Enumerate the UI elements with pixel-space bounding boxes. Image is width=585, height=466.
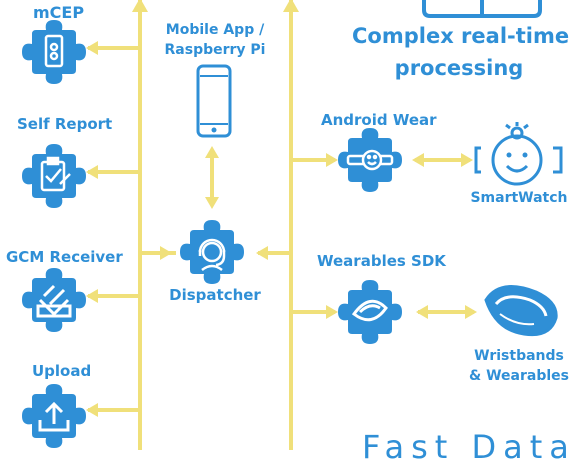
watch-icon	[346, 149, 394, 171]
wristbands-label-line1: Wristbands	[474, 348, 564, 364]
complex-processing-line1: Complex real-time	[352, 24, 570, 48]
processing-box-fragment	[422, 0, 542, 18]
smartwatch-device	[474, 122, 563, 186]
mobile-app-label: Mobile App / Raspberry Pi	[160, 20, 270, 60]
self-report-label: Self Report	[17, 115, 113, 133]
connector-arrowheads	[86, 0, 477, 417]
wearables-sdk-module	[338, 280, 402, 344]
clipboard-icon	[40, 156, 71, 192]
self-report-module	[22, 144, 86, 208]
wristband-device	[484, 285, 558, 337]
smartwatch-label: SmartWatch	[470, 190, 568, 206]
diagram-canvas	[22, 0, 563, 450]
dispatcher-label: Dispatcher	[169, 286, 261, 304]
upload-label: Upload	[32, 362, 92, 380]
wearables-sdk-label: Wearables SDK	[317, 252, 446, 270]
smartwatch-icon	[474, 122, 563, 186]
fast-data-title: Fast Data	[362, 428, 576, 466]
headset-operator-icon	[198, 238, 226, 272]
mobile-app-module	[196, 64, 232, 138]
complex-processing-title: Complex real-time processing	[352, 20, 570, 84]
phone-icon	[44, 34, 64, 68]
wristbands-label-line2: & Wearables	[469, 368, 569, 384]
gcm-receiver-module	[22, 268, 86, 332]
mcep-module	[22, 20, 86, 84]
up-arrow	[132, 0, 148, 12]
download-icon	[36, 284, 72, 318]
wristbands-label: Wristbands & Wearables	[462, 346, 576, 386]
band-icon	[351, 299, 388, 322]
upload-module	[22, 384, 86, 448]
upload-icon	[38, 401, 70, 432]
mcep-label: mCEP	[33, 3, 85, 22]
wristband-icon	[484, 285, 558, 337]
smartphone-icon	[196, 64, 232, 138]
mobile-app-label-line1: Mobile App /	[165, 22, 265, 38]
gcm-receiver-label: GCM Receiver	[6, 248, 123, 266]
complex-processing-line2: processing	[394, 56, 524, 80]
dispatcher-module	[180, 220, 244, 284]
android-wear-module	[338, 128, 402, 192]
mobile-app-label-line2: Raspberry Pi	[164, 42, 266, 58]
up-arrow	[283, 0, 299, 12]
android-wear-label: Android Wear	[321, 111, 437, 129]
